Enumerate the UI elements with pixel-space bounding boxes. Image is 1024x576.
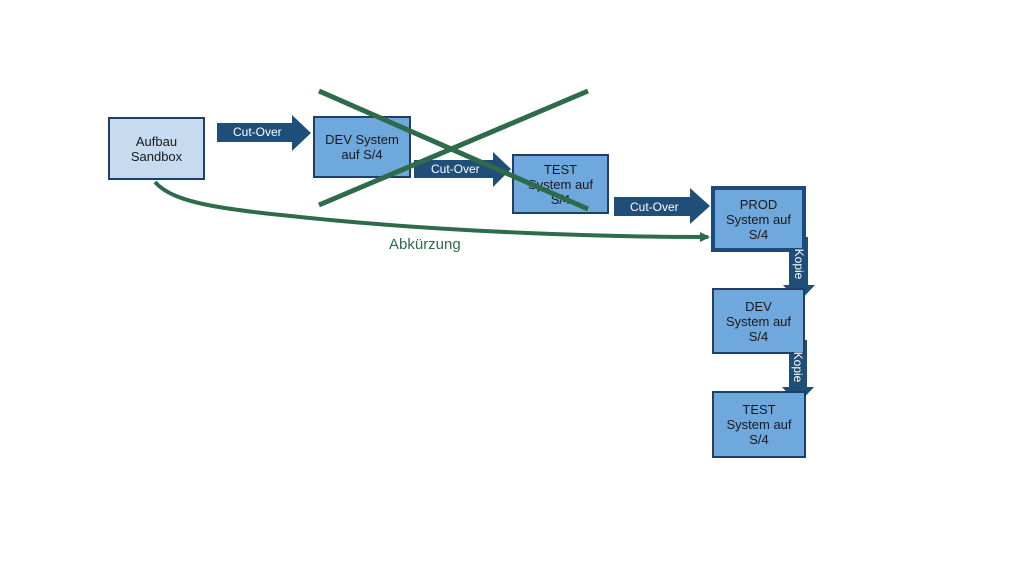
node-dev-copy: DEV System auf S/4 bbox=[712, 288, 805, 354]
cutover-label-2: Cut-Over bbox=[431, 162, 480, 176]
node-test-system-line2: System auf bbox=[527, 176, 594, 192]
node-test-system-line3: S/4 bbox=[550, 191, 571, 207]
kopie-arrow-2 bbox=[782, 340, 814, 404]
kopie-label-1: Kopie bbox=[792, 248, 806, 280]
node-dev-copy-line3: S/4 bbox=[748, 328, 769, 344]
node-dev-copy-line2: System auf bbox=[725, 313, 792, 329]
cutover-arrow-3 bbox=[614, 188, 710, 224]
node-aufbau-sandbox-line1: Aufbau bbox=[135, 133, 178, 149]
kopie-label-2: Kopie bbox=[791, 351, 805, 383]
node-dev-system: DEV System auf S/4 bbox=[313, 116, 411, 178]
node-dev-copy-line1: DEV bbox=[745, 298, 772, 314]
node-prod-system-line2: System auf bbox=[725, 211, 792, 227]
node-test-copy-line1: TEST bbox=[742, 402, 776, 417]
node-aufbau-sandbox-line2: Sandbox bbox=[130, 148, 183, 164]
node-dev-system-line2: auf S/4 bbox=[341, 147, 383, 162]
shortcut-label: Abkürzung bbox=[389, 236, 461, 253]
node-aufbau-sandbox: Aufbau Sandbox bbox=[108, 117, 205, 180]
node-prod-system-line3: S/4 bbox=[748, 226, 769, 242]
kopie-arrow-1 bbox=[783, 237, 815, 302]
node-test-copy-line3: S/4 bbox=[749, 432, 769, 447]
shortcut-arrow bbox=[153, 180, 710, 242]
cutover-arrow-1 bbox=[217, 115, 311, 151]
node-prod-system: PROD System auf S/4 bbox=[711, 186, 806, 252]
node-test-copy: TEST System auf S/4 bbox=[712, 391, 806, 458]
node-test-copy-line2: System auf bbox=[726, 417, 792, 432]
node-dev-system-line1: DEV System bbox=[325, 132, 399, 147]
node-prod-system-line1: PROD bbox=[739, 196, 778, 212]
node-test-system-line1: TEST bbox=[543, 161, 578, 177]
node-test-system: TEST System auf S/4 bbox=[512, 154, 609, 214]
cutover-label-3: Cut-Over bbox=[630, 200, 679, 214]
cutover-label-1: Cut-Over bbox=[233, 125, 282, 139]
